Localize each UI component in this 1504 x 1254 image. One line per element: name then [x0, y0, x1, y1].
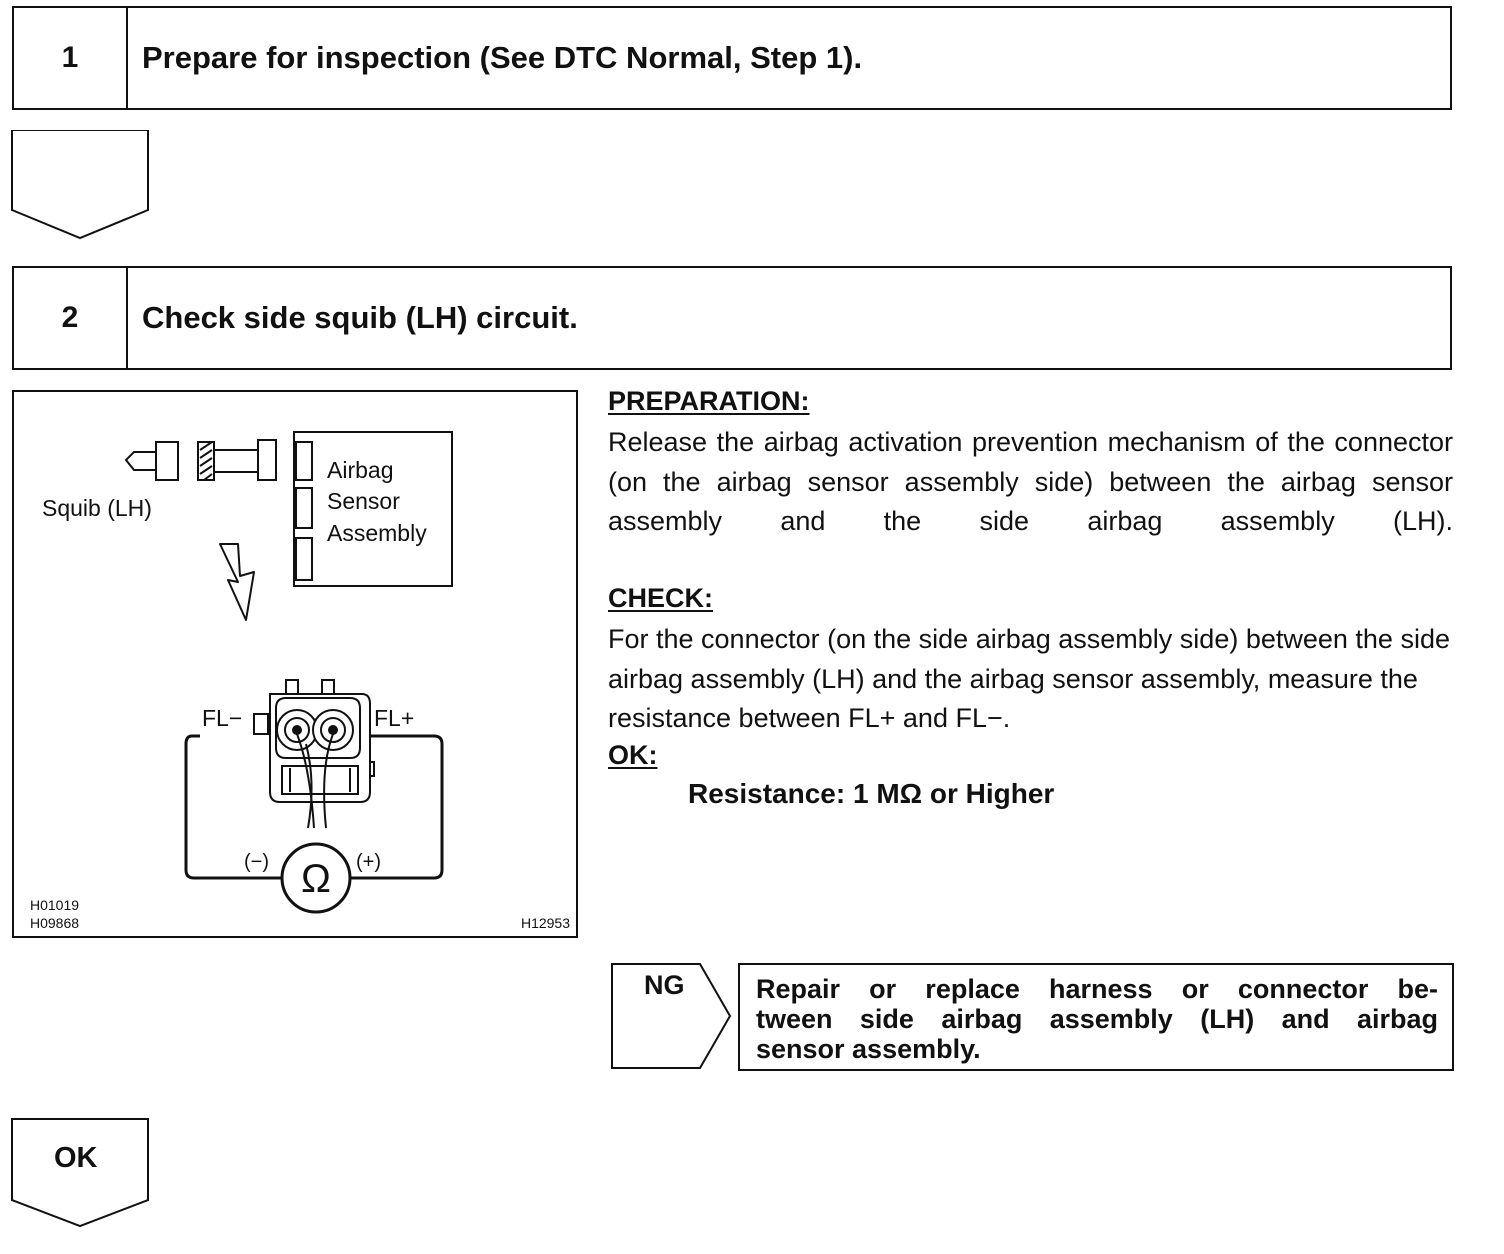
meter-negative-label: (−): [244, 851, 269, 873]
sensor-label-line-2: Sensor: [327, 488, 400, 514]
step-1-box: 1 Prepare for inspection (See DTC Normal…: [12, 6, 1452, 110]
ng-arrow: [611, 963, 732, 1069]
disconnect-arrow-icon: [219, 543, 255, 621]
preparation-heading: PREPARATION:: [608, 386, 810, 416]
check-heading: CHECK:: [608, 583, 713, 613]
wiring-figure: Squib (LH) Airbag Sensor Assembly: [12, 390, 578, 938]
step-2-number: 2: [14, 268, 128, 368]
sensor-label-line-1: Airbag: [327, 457, 393, 483]
circuit-wire-left: [184, 734, 282, 880]
ng-label: NG: [644, 970, 685, 1000]
mating-connector-icon: [197, 439, 277, 481]
terminal-minus-label: FL−: [202, 705, 242, 731]
ok-arrow: [11, 1118, 149, 1228]
squib-label: Squib (LH): [42, 495, 152, 521]
ng-action-box: Repair or replace harness or connector b…: [738, 963, 1454, 1071]
step-1-number: 1: [14, 8, 128, 108]
figure-code-2: H09868: [30, 915, 79, 931]
figure-code-1: H01019: [30, 897, 79, 913]
terminal-plus-label: FL+: [374, 705, 414, 731]
check-text: For the connector (on the side airbag as…: [608, 624, 1450, 733]
ng-action-line-3: sensor assembly.: [756, 1034, 981, 1064]
side-airbag-connector-icon: [253, 679, 375, 829]
step-1-title: Prepare for inspection (See DTC Normal, …: [142, 40, 863, 75]
ok-arrow-label: OK: [54, 1142, 98, 1174]
airbag-sensor-assembly-box: [293, 431, 453, 587]
flow-arrow-1: [11, 130, 149, 240]
ng-action-line-2: tween side airbag assembly (LH) and airb…: [756, 1004, 1438, 1034]
ng-action-line-1: Repair or replace harness or connector b…: [756, 974, 1438, 1004]
step-2-box: 2 Check side squib (LH) circuit.: [12, 266, 1452, 370]
circuit-wire-right: [328, 734, 444, 880]
step-2-title: Check side squib (LH) circuit.: [142, 300, 578, 335]
preparation-text: Release the airbag activation prevention…: [608, 427, 1453, 536]
ohm-symbol: Ω: [301, 857, 331, 901]
figure-code-3: H12953: [521, 915, 570, 931]
ohmmeter-icon: Ω: [280, 842, 352, 914]
resistance-spec: Resistance: 1 MΩ or Higher: [688, 778, 1055, 809]
sensor-label-line-3: Assembly: [327, 520, 427, 546]
ok-heading: OK:: [608, 740, 658, 770]
meter-positive-label: (+): [356, 851, 381, 873]
squib-connector-icon: [124, 441, 179, 481]
